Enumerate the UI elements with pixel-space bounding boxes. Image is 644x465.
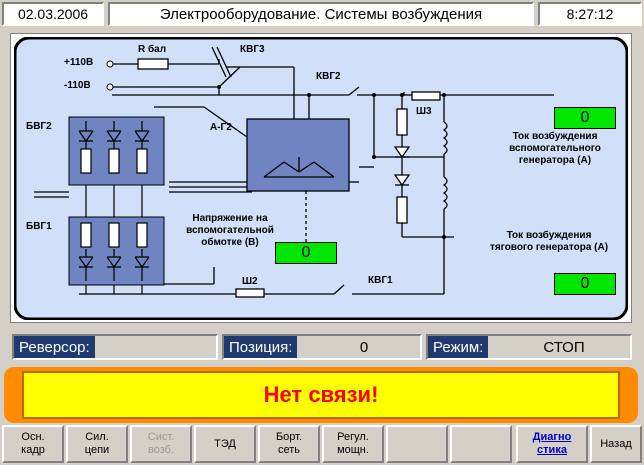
label-ag2: А-Г2 bbox=[210, 122, 232, 133]
fkey-excitation-system[interactable]: Сист. возб. bbox=[130, 425, 192, 463]
schematic-svg bbox=[13, 36, 629, 321]
status-position: Позиция: 0 bbox=[222, 334, 422, 360]
label-sh3: Ш3 bbox=[416, 106, 432, 117]
aux-gen-current-label: Ток возбуждения вспомогательного генерат… bbox=[509, 131, 601, 166]
label-rbal: R бал bbox=[138, 44, 167, 55]
position-value: 0 bbox=[359, 338, 369, 356]
fkey-main-frame[interactable]: Осн. кадр bbox=[2, 425, 64, 463]
mode-label: Режим: bbox=[428, 336, 489, 358]
rbal-resistor bbox=[137, 58, 169, 70]
excitation-diagram: +110В -110В R бал КВГ3 КВГ2 Ш3 БВГ2 А-Г2… bbox=[13, 36, 629, 321]
label-plus110: +110В bbox=[64, 57, 94, 68]
mode-value: СТОП bbox=[543, 338, 585, 356]
label-kvg3: КВГ3 bbox=[240, 44, 265, 55]
aux-gen-current-value: 0 bbox=[554, 107, 616, 129]
reverser-label: Реверсор: bbox=[14, 336, 95, 358]
fkey-empty-1[interactable] bbox=[386, 425, 448, 463]
fkey-back[interactable]: Назад bbox=[590, 425, 642, 463]
aux-voltage-label: Напряжение на вспомогательной обмотке (В… bbox=[186, 213, 274, 248]
page-title: Электрооборудование. Системы возбуждения bbox=[108, 2, 534, 26]
fkey-diagnostics[interactable]: Диагно стика bbox=[516, 425, 588, 463]
fkey-empty-2[interactable] bbox=[450, 425, 512, 463]
reverser-value bbox=[114, 336, 216, 358]
label-minus110: -110В bbox=[64, 80, 91, 91]
label-bvg1: БВГ1 bbox=[26, 221, 52, 232]
label-sh2: Ш2 bbox=[242, 276, 258, 287]
fkey-power-regulation[interactable]: Регул. мощн. bbox=[322, 425, 384, 463]
aux-voltage-value: 0 bbox=[275, 242, 337, 264]
alarm-text: Нет связи! bbox=[22, 371, 620, 419]
status-reverser: Реверсор: bbox=[12, 334, 218, 360]
position-label: Позиция: bbox=[224, 336, 298, 358]
status-mode: Режим: СТОП bbox=[426, 334, 632, 360]
label-bvg2: БВГ2 bbox=[26, 121, 52, 132]
traction-gen-current-label: Ток возбуждения тягового генератора (А) bbox=[489, 230, 609, 253]
fkey-onboard-network[interactable]: Борт. сеть bbox=[258, 425, 320, 463]
label-kvg1: КВГ1 bbox=[368, 275, 393, 286]
header-time: 8:27:12 bbox=[538, 2, 642, 26]
fkey-power-circuits[interactable]: Сил. цепи bbox=[66, 425, 128, 463]
fkey-ted[interactable]: ТЭД bbox=[194, 425, 256, 463]
label-kvg2: КВГ2 bbox=[316, 71, 341, 82]
alarm-banner: Нет связи! bbox=[4, 367, 638, 423]
header-date: 02.03.2006 bbox=[2, 2, 104, 26]
traction-gen-current-value: 0 bbox=[554, 273, 616, 295]
